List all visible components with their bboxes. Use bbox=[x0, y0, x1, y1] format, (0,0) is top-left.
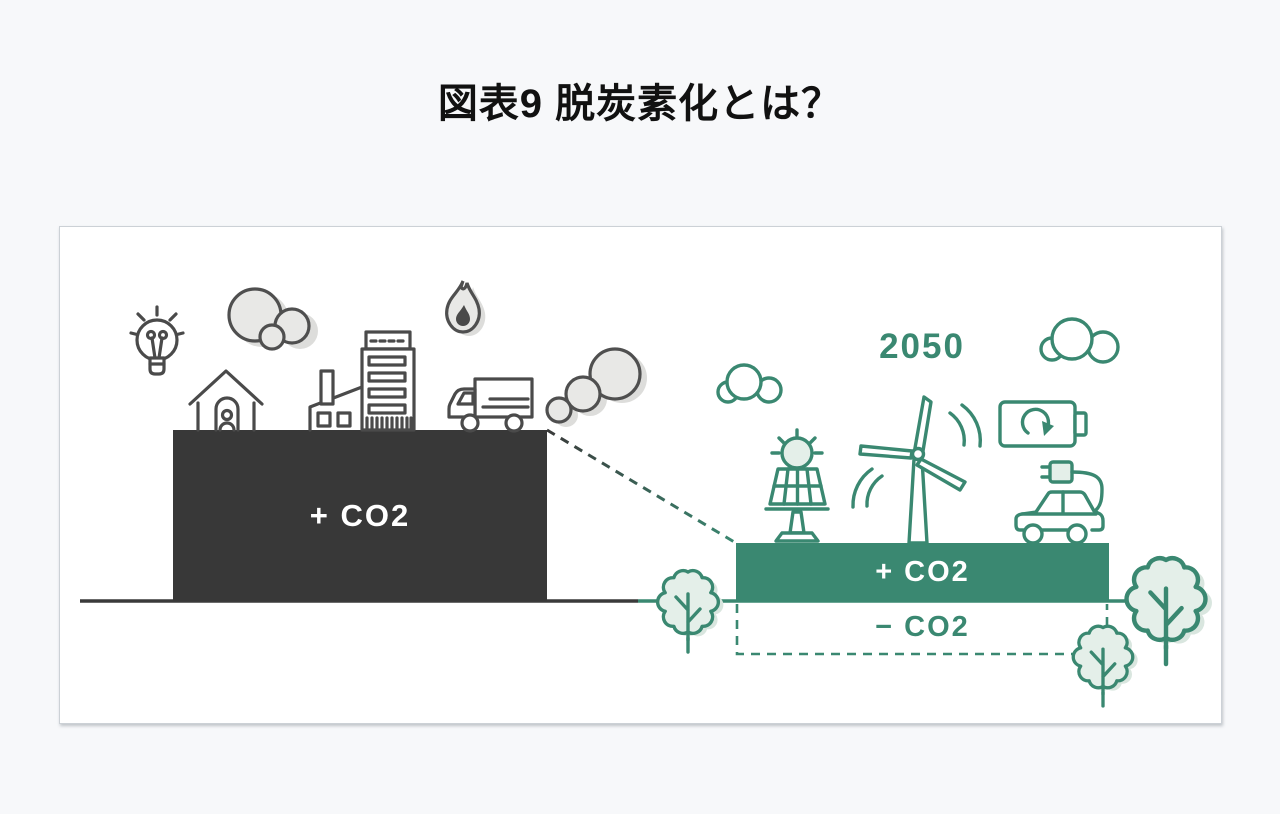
lightbulb-icon bbox=[129, 305, 185, 376]
solar-panel-icon bbox=[764, 428, 830, 543]
decarbonization-diagram bbox=[80, 280, 1221, 708]
present-emissions-block bbox=[173, 430, 547, 601]
flame-icon bbox=[445, 280, 486, 336]
future-co2-absorbed-label: − CO2 bbox=[875, 610, 970, 643]
house-icon bbox=[188, 369, 264, 432]
factory-icon bbox=[308, 369, 364, 432]
smoke-cloud-icon bbox=[545, 347, 647, 427]
cloud-icon bbox=[227, 287, 318, 351]
tree-icon bbox=[655, 568, 726, 654]
cloud-icon bbox=[1039, 317, 1120, 364]
target-year-label: 2050 bbox=[879, 326, 965, 366]
future-co2-emitted-label: + CO2 bbox=[875, 555, 970, 588]
diagram-card: + CO2 2050 + CO2 − CO2 bbox=[59, 226, 1222, 724]
wind-turbine-icon bbox=[851, 395, 983, 545]
decline-dashed-line bbox=[546, 428, 737, 545]
cloud-icon bbox=[716, 363, 783, 404]
page-title: 図表9 脱炭素化とは？ bbox=[437, 82, 843, 126]
future-emissions-block bbox=[736, 543, 1109, 601]
absorption-dashed-box bbox=[735, 604, 1109, 656]
electric-car-charging-icon bbox=[1014, 460, 1105, 545]
office-building-icon bbox=[360, 330, 416, 432]
present-co2-label: + CO2 bbox=[309, 498, 411, 533]
rechargeable-battery-icon bbox=[998, 400, 1088, 448]
tree-icon bbox=[1127, 558, 1212, 664]
truck-icon bbox=[447, 377, 534, 433]
